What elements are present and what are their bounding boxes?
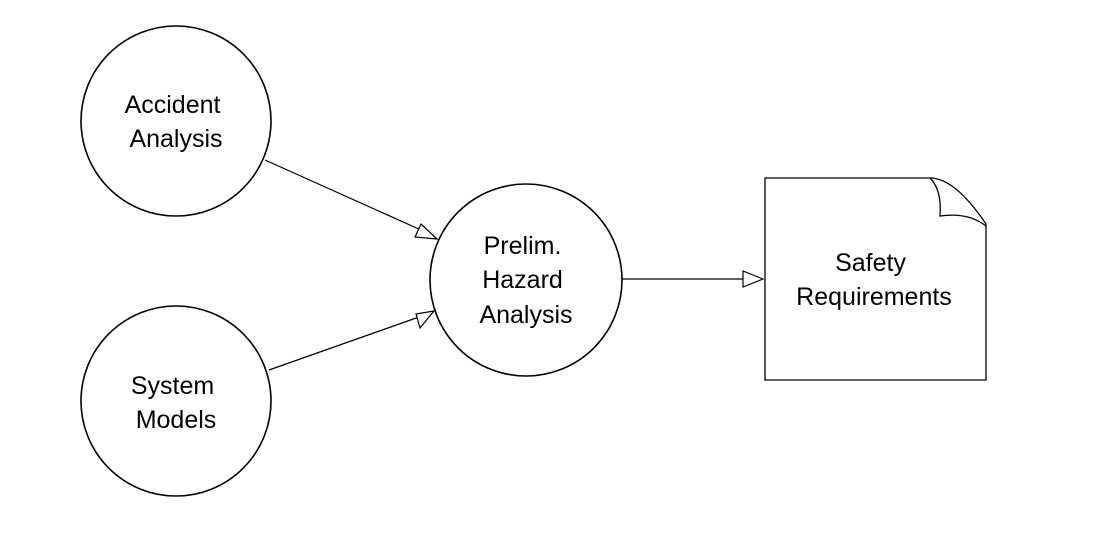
node-label-line: Accident bbox=[125, 91, 221, 119]
node-circle bbox=[80, 25, 272, 217]
node-label-line: Requirements bbox=[796, 283, 952, 311]
node-label-line: Safety bbox=[835, 249, 906, 277]
edge-line bbox=[264, 159, 422, 231]
node-circle bbox=[429, 183, 623, 377]
edge-system-to-prelim bbox=[268, 310, 436, 371]
node-prelim-hazard-analysis[interactable]: Prelim. Hazard Analysis bbox=[429, 183, 623, 377]
node-label-line: Models bbox=[136, 406, 217, 434]
document-page-curl bbox=[929, 177, 987, 227]
arrowhead bbox=[414, 222, 439, 240]
node-label: Safety Requirements bbox=[796, 249, 952, 311]
node-circle bbox=[80, 305, 272, 497]
edge-prelim-to-safety bbox=[622, 270, 765, 288]
node-label-line: Analysis bbox=[479, 301, 572, 329]
arrowhead bbox=[415, 310, 436, 330]
arrowhead bbox=[742, 270, 765, 288]
node-label: System Models bbox=[131, 372, 221, 434]
node-accident-analysis[interactable]: Accident Analysis bbox=[80, 25, 272, 217]
node-system-models[interactable]: System Models bbox=[80, 305, 272, 497]
document-shape bbox=[764, 177, 987, 381]
node-label-line: Prelim. bbox=[484, 232, 562, 260]
node-safety-requirements[interactable]: Safety Requirements bbox=[764, 177, 987, 381]
node-label-line: System bbox=[131, 372, 214, 400]
node-label-line: Analysis bbox=[129, 125, 222, 153]
edge-line bbox=[268, 316, 420, 371]
edge-accident-to-prelim bbox=[264, 159, 439, 240]
node-label-line: Hazard bbox=[482, 266, 563, 294]
node-label: Accident Analysis bbox=[125, 91, 228, 153]
node-label: Prelim. Hazard Analysis bbox=[479, 232, 572, 329]
